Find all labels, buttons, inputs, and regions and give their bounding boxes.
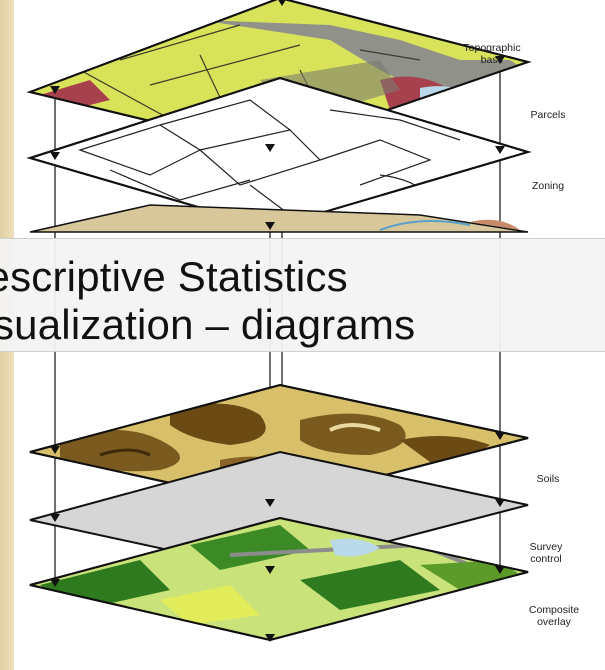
label-survey-control: Survey control xyxy=(529,541,563,565)
label-parcels: Parcels xyxy=(530,109,566,121)
soils-layer xyxy=(29,383,529,507)
label-soils: Soils xyxy=(536,473,560,485)
slide-title-line-2: Visualization – diagrams xyxy=(0,301,416,348)
slide-title-line-1: Descriptive Statistics xyxy=(0,253,348,300)
composite-overlay-layer xyxy=(29,516,529,642)
zoning-layer xyxy=(26,76,532,230)
arrow-markers xyxy=(50,0,505,642)
topographic-layer-peek xyxy=(29,204,529,233)
label-composite-overlay: Composite overlay xyxy=(528,604,580,628)
label-zoning: Zoning xyxy=(531,180,565,192)
label-topographic-base: Topographic base xyxy=(463,42,521,66)
slide-title-band: Descriptive Statistics Visualization – d… xyxy=(0,238,605,352)
